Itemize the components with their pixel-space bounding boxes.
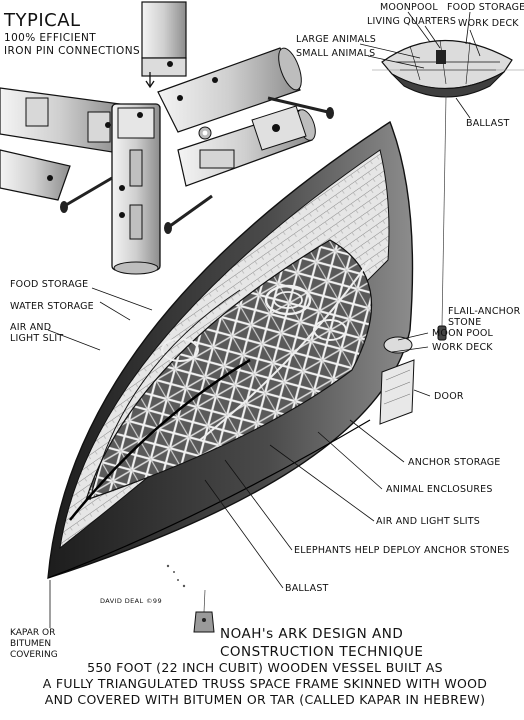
diagram-title: NOAH's ARK DESIGN AND CONSTRUCTION TECHN… (220, 625, 423, 661)
pipe-vertical-center (111, 103, 161, 275)
label-work-deck: WORK DECK (432, 342, 493, 353)
leader-lines (47, 287, 431, 628)
label-flail-anchor-line1: FLAIL-ANCHOR (448, 306, 521, 317)
label-water-storage: WATER STORAGE (10, 301, 94, 312)
label-living-quarters: LIVING QUARTERS (367, 16, 457, 27)
kapar-note-line3: COVERING (10, 650, 58, 660)
label-food-storage: FOOD STORAGE (10, 279, 89, 290)
pipe-lower-left (0, 149, 71, 201)
label-elephants: ELEPHANTS HELP DEPLOY ANCHOR STONES (294, 545, 510, 556)
label-large-animals: LARGE ANIMALS (296, 34, 377, 45)
pipe-horizontal-right (157, 47, 302, 133)
label-air-light-slit: AIR AND LIGHT SLIT (10, 322, 63, 344)
title-line1: NOAH's ARK DESIGN AND (220, 626, 404, 642)
iron-pin (60, 176, 113, 213)
typical-subtitle: 100% EFFICIENT IRON PIN CONNECTIONS (4, 32, 140, 58)
ark-hull (47, 120, 415, 579)
label-animal-enclosures: ANIMAL ENCLOSURES (386, 484, 493, 495)
label-food-storage-inset: FOOD STORAGE (447, 2, 524, 13)
caption-line2: A FULLY TRIANGULATED TRUSS SPACE FRAME S… (42, 676, 488, 691)
label-anchor-storage: ANCHOR STORAGE (408, 457, 501, 468)
label-air-light-slit-line1: AIR AND (10, 322, 52, 333)
typical-title: TYPICAL (4, 10, 81, 31)
iron-pin (267, 96, 334, 119)
label-air-light-slits: AIR AND LIGHT SLITS (376, 516, 481, 527)
kapar-covering-note: KAPAR OR BITUMEN COVERING (10, 628, 58, 661)
connector-block (251, 105, 307, 151)
label-moonpool-inset: MOONPOOL (380, 2, 438, 13)
kapar-note-line2: BITUMEN (10, 639, 52, 649)
label-door: DOOR (434, 391, 464, 402)
label-ballast: BALLAST (285, 583, 329, 594)
title-line2: CONSTRUCTION TECHNIQUE (220, 644, 424, 660)
label-moon-pool: MOON POOL (432, 328, 494, 339)
water-ripples (166, 564, 186, 588)
label-ballast-inset: BALLAST (466, 118, 510, 129)
anchor-stone (193, 589, 215, 633)
typical-subtitle-line2: IRON PIN CONNECTIONS (4, 45, 141, 57)
label-air-light-slit-line2: LIGHT SLIT (10, 333, 64, 344)
pipe-horizontal-left (0, 87, 121, 153)
diagram-caption: 550 FOOT (22 INCH CUBIT) WOODEN VESSEL B… (20, 660, 510, 708)
typical-subtitle-line1: 100% EFFICIENT (4, 32, 97, 44)
pipe-vertical-top (141, 1, 187, 77)
caption-line1: 550 FOOT (22 INCH CUBIT) WOODEN VESSEL B… (87, 660, 443, 675)
label-work-deck-inset: WORK DECK (458, 18, 519, 29)
washer (198, 126, 212, 140)
label-small-animals: SMALL ANIMALS (296, 48, 376, 59)
label-flail-anchor-stone: FLAIL-ANCHOR STONE (448, 306, 520, 328)
caption-line3: AND COVERED WITH BITUMEN OR TAR (CALLED … (44, 692, 486, 707)
kapar-note-line1: KAPAR OR (10, 628, 56, 638)
label-flail-anchor-line2: STONE (448, 317, 482, 328)
artist-signature: DAVID DEAL ©99 (100, 597, 162, 605)
iron-pin-connection-detail (0, 1, 334, 275)
inset-cross-section (359, 11, 524, 341)
iron-pin (164, 194, 213, 234)
